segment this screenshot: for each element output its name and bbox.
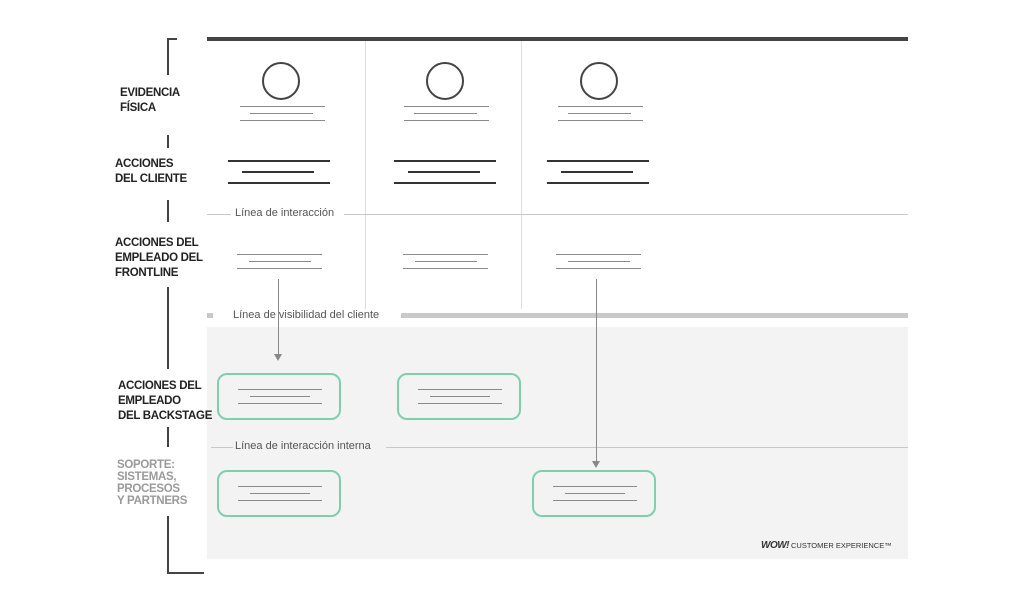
customer-action-placeholder bbox=[228, 160, 330, 186]
left-bracket-segment bbox=[167, 427, 169, 447]
evidence-text-placeholder bbox=[240, 106, 325, 126]
lane-label-customer-actions: ACCIONES DEL CLIENTE bbox=[115, 158, 187, 185]
touchpoint-circle-icon bbox=[580, 62, 618, 100]
internal-interaction-line-label: Línea de interacción interna bbox=[235, 440, 371, 452]
arrow-down-icon bbox=[592, 461, 600, 468]
column-divider bbox=[521, 41, 522, 309]
left-bracket-segment bbox=[167, 287, 169, 369]
flow-arrow-line bbox=[596, 279, 597, 461]
frontline-action-placeholder bbox=[556, 254, 641, 270]
evidence-text-placeholder bbox=[404, 106, 489, 126]
internal-interaction-line bbox=[386, 447, 908, 448]
visibility-line-label: Línea de visibilidad del cliente bbox=[233, 309, 380, 321]
evidence-text-placeholder bbox=[558, 106, 643, 126]
visibility-line bbox=[401, 313, 908, 318]
support-process-card bbox=[217, 470, 341, 517]
backstage-action-card bbox=[397, 373, 521, 420]
arrow-down-icon bbox=[274, 354, 282, 361]
left-bracket-top-cap bbox=[167, 38, 177, 40]
brand-logo: WOW!CUSTOMER EXPERIENCE™ bbox=[761, 540, 892, 551]
left-bracket-bottom-cap bbox=[167, 572, 204, 574]
internal-interaction-line-left bbox=[211, 447, 233, 448]
customer-action-placeholder bbox=[547, 160, 649, 186]
interaction-line bbox=[344, 214, 908, 215]
lane-label-support: SOPORTE: SISTEMAS, PROCESOS Y PARTNERS bbox=[117, 459, 188, 507]
brand-text: CUSTOMER EXPERIENCE™ bbox=[791, 541, 892, 550]
frontline-action-placeholder bbox=[237, 254, 322, 270]
backstage-action-card bbox=[217, 373, 341, 420]
lane-label-backstage-actions: ACCIONES DEL EMPLEADO DEL BACKSTAGE bbox=[118, 380, 213, 422]
top-border-bar bbox=[207, 37, 908, 41]
frontline-action-placeholder bbox=[403, 254, 488, 270]
touchpoint-circle-icon bbox=[262, 62, 300, 100]
flow-arrow-line bbox=[278, 279, 279, 354]
interaction-line-left bbox=[207, 214, 231, 215]
left-bracket-segment bbox=[167, 135, 169, 148]
wow-logo: WOW! bbox=[761, 540, 790, 551]
lane-label-physical-evidence: EVIDENCIA FÍSICA bbox=[120, 87, 180, 114]
left-bracket-segment bbox=[167, 516, 169, 574]
touchpoint-circle-icon bbox=[426, 62, 464, 100]
column-divider bbox=[365, 41, 366, 309]
backstage-area bbox=[207, 327, 908, 559]
left-bracket-segment bbox=[167, 200, 169, 222]
left-bracket-segment bbox=[167, 38, 169, 75]
visibility-line-marker bbox=[207, 313, 213, 318]
lane-label-frontline-actions: ACCIONES DEL EMPLEADO DEL FRONTLINE bbox=[115, 237, 203, 279]
support-process-card bbox=[532, 470, 656, 517]
interaction-line-label: Línea de interacción bbox=[235, 207, 335, 219]
customer-action-placeholder bbox=[394, 160, 496, 186]
